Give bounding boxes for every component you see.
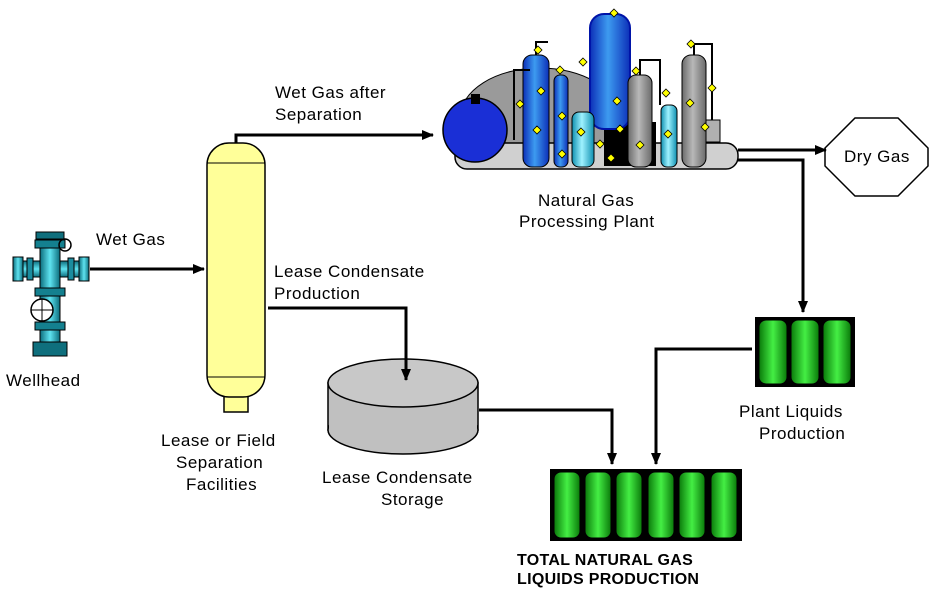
label-total-line1: TOTAL NATURAL GAS [517,552,694,569]
plant-liquids-tanks [755,317,855,387]
label-separation-line2: Separation [176,453,264,472]
label-wet-gas: Wet Gas [96,230,166,249]
wellhead-icon [12,231,90,357]
label-dry-gas: Dry Gas [844,147,910,166]
label-wellhead: Wellhead [6,371,81,390]
total-ngl-tanks [550,469,742,541]
arrow-wet-gas-after-separation [234,130,434,143]
separator-vessel [206,142,266,413]
label-separation-line1: Lease or Field [161,431,276,450]
label-lease-production-line1: Lease Condensate [274,262,425,281]
arrow-lease-condensate [268,306,411,381]
label-total-line2: LIQUIDS PRODUCTION [517,571,700,588]
condensate-storage-tank [327,358,479,455]
arrow-plant-liquids-to-total [651,347,752,465]
label-storage-line1: Lease Condensate [322,468,473,487]
label-plant-liquids-line2: Production [759,424,846,443]
arrow-plant-liquids [738,158,808,313]
label-plant-liquids-line1: Plant Liquids [739,402,843,421]
processing-plant-icon [442,8,739,170]
arrow-storage-to-total [479,408,617,465]
label-separation-line3: Facilities [186,475,258,494]
label-plant-line2: Processing Plant [519,212,655,231]
label-plant-line1: Natural Gas [538,191,635,210]
label-storage-line2: Storage [381,490,445,509]
label-wet-gas-after-line2: Separation [275,105,363,124]
label-lease-production-line2: Production [274,284,361,303]
label-wet-gas-after-line1: Wet Gas after [275,83,387,102]
